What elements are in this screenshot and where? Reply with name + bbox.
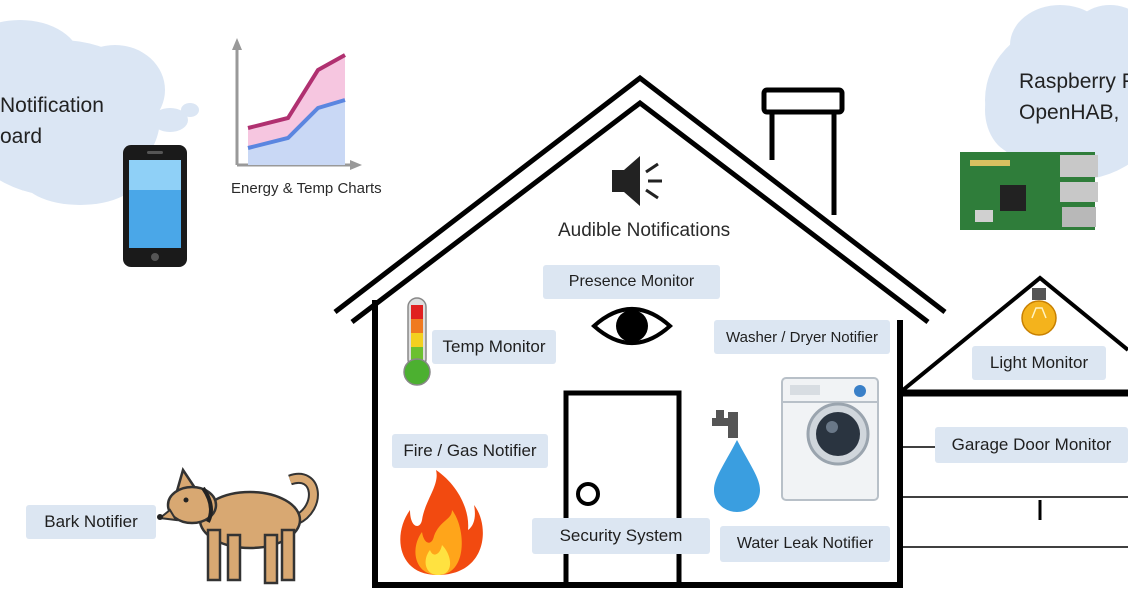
- garage-outline: [900, 275, 1128, 548]
- left-cloud-line-2: oard: [0, 125, 43, 148]
- fire-gas-notifier-label: Fire / Gas Notifier: [392, 434, 548, 468]
- bark-notifier-label: Bark Notifier: [26, 505, 156, 539]
- left-cloud: [0, 20, 199, 205]
- chart-caption: Energy & Temp Charts: [231, 180, 382, 197]
- door-knob: [576, 482, 600, 506]
- temp-monitor-label: Temp Monitor: [432, 330, 556, 364]
- garage-door-monitor-label: Garage Door Monitor: [935, 427, 1128, 463]
- right-cloud-line-2: OpenHAB,: [1019, 101, 1120, 124]
- presence-monitor-label: Presence Monitor: [543, 265, 720, 299]
- security-system-label: Security System: [532, 518, 710, 554]
- right-cloud-text: Raspberry F OpenHAB,: [1019, 66, 1128, 128]
- light-bulb-icon: [1021, 288, 1057, 336]
- right-cloud: [985, 5, 1128, 180]
- audible-notifications-label: Audible Notifications: [558, 220, 731, 241]
- water-leak-notifier-label: Water Leak Notifier: [720, 526, 890, 562]
- house-outline: [333, 74, 947, 588]
- fire-icon: [400, 470, 483, 575]
- light-monitor-label: Light Monitor: [972, 346, 1106, 380]
- thermometer-icon: [403, 297, 431, 386]
- water-drop-icon: [714, 440, 760, 512]
- washing-machine-icon: [781, 377, 879, 501]
- washer-dryer-notifier-label: Washer / Dryer Notifier: [714, 320, 890, 354]
- faucet-icon: [712, 410, 738, 438]
- eye-icon: [590, 307, 674, 345]
- right-cloud-line-1: Raspberry F: [1019, 70, 1128, 93]
- left-cloud-text: Notification oard: [0, 90, 104, 152]
- speaker-icon: [612, 156, 662, 206]
- chart-icon: [232, 38, 362, 170]
- dog-icon: [157, 467, 319, 585]
- raspberry-pi-board-icon: [960, 152, 1098, 230]
- smartphone-icon: [123, 145, 187, 267]
- left-cloud-line-1: Notification: [0, 94, 104, 117]
